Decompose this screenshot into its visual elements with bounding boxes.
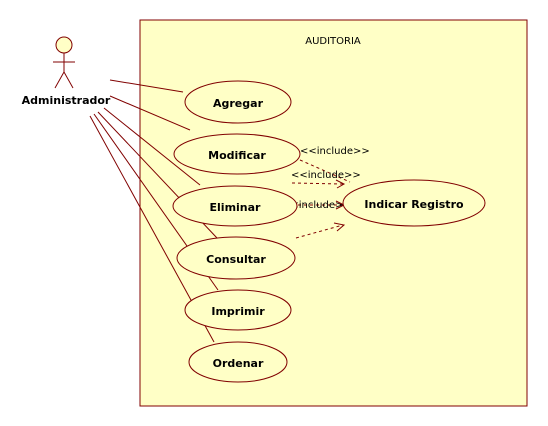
include-label-modificar: <<include>> xyxy=(300,146,370,157)
use-case-agregar-shape xyxy=(184,80,292,124)
include-line-consultar xyxy=(295,224,344,239)
actor-right-leg xyxy=(63,71,74,89)
use-case-modificar-label: Modificar xyxy=(208,149,266,162)
use-case-consultar[interactable]: Consultar xyxy=(176,236,296,280)
include-line-eliminar-1 xyxy=(291,182,344,185)
use-case-imprimir-label: Imprimir xyxy=(211,305,265,318)
arrowhead-1 xyxy=(335,179,346,189)
stick-figure-icon xyxy=(53,36,75,89)
use-case-consultar-shape xyxy=(176,236,296,280)
use-case-agregar[interactable]: Agregar xyxy=(184,80,292,124)
use-case-ordenar-shape xyxy=(188,341,288,383)
arrowhead-3 xyxy=(333,222,346,232)
association-modificar xyxy=(109,95,191,131)
use-case-modificar[interactable]: Modificar xyxy=(173,133,301,175)
include-label-eliminar-2: <<include>> xyxy=(282,200,352,211)
use-case-imprimir-shape xyxy=(184,289,292,331)
use-case-indicar-registro-shape xyxy=(342,179,486,227)
association-eliminar xyxy=(103,107,201,186)
use-case-indicar-registro[interactable]: Indicar Registro xyxy=(342,179,486,227)
use-case-ordenar[interactable]: Ordenar xyxy=(188,341,288,383)
actor-head xyxy=(55,36,73,54)
use-case-agregar-label: Agregar xyxy=(213,97,264,110)
use-case-eliminar-label: Eliminar xyxy=(210,201,262,214)
system-name: AUDITORIA xyxy=(305,36,361,47)
include-label-eliminar-1: <<include>> xyxy=(291,170,361,181)
use-case-eliminar-shape xyxy=(172,185,298,227)
use-case-imprimir[interactable]: Imprimir xyxy=(184,289,292,331)
use-case-consultar-label: Consultar xyxy=(206,253,266,266)
use-case-indicar-registro-label: Indicar Registro xyxy=(364,198,464,211)
use-case-ordenar-label: Ordenar xyxy=(213,357,264,370)
actor-name: Administrador xyxy=(22,94,111,107)
association-agregar xyxy=(109,79,184,93)
use-case-eliminar[interactable]: Eliminar xyxy=(172,185,298,227)
use-case-modificar-shape xyxy=(173,133,301,175)
actor-left-leg xyxy=(54,71,65,89)
